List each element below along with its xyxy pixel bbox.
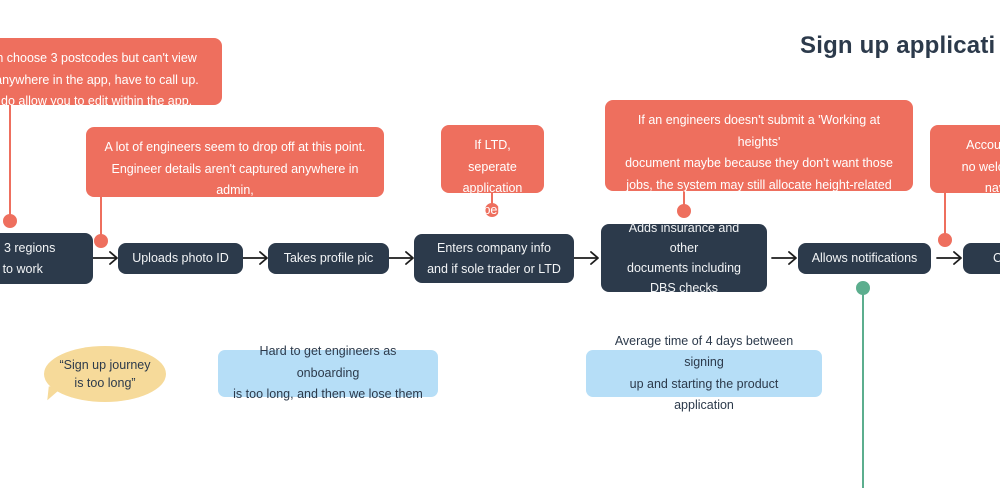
insight-line: Hard to get engineers as onboarding	[259, 344, 397, 380]
node-line: e to work	[0, 261, 43, 276]
dot-working-at-heights-note	[677, 204, 691, 218]
flow-arrow-3	[388, 251, 414, 265]
node-line: Takes profile pic	[283, 251, 374, 266]
node-line: Uploads photo ID	[132, 251, 229, 266]
node-line: DBS checks	[649, 281, 719, 296]
callout-line: can choose 3 postcodes but can't view	[0, 51, 197, 65]
node-line: p to 3 regions	[0, 241, 56, 256]
callout-line: If LTD, seperate	[468, 138, 517, 174]
callout-line: no welcome	[961, 159, 1000, 174]
dot-account-note	[938, 233, 952, 247]
node-regions[interactable]: p to 3 regions e to work	[0, 233, 93, 284]
insight-line: is too long, and then we lose them	[233, 387, 423, 402]
quote-line: “Sign up journey	[59, 357, 151, 372]
callout-account-note: Account is no welcome nav	[930, 125, 1000, 195]
dot-ltd-note	[485, 203, 499, 217]
insight-line: up and starting the product application	[629, 376, 779, 413]
flow-arrow-2	[242, 251, 268, 265]
flow-arrow-5	[771, 251, 797, 265]
node-line: Allows notifications	[811, 251, 918, 266]
insight-onboarding-too-long: Hard to get engineers as onboarding is t…	[218, 344, 438, 401]
node-line: Adds insurance and other	[628, 220, 740, 255]
callout-line: A lot of engineers seem to drop off at t…	[104, 140, 366, 154]
quote-sign-up-journey: “Sign up journey is too long”	[44, 346, 166, 402]
node-chooses[interactable]: Choo	[963, 243, 1000, 274]
insight-average-time: Average time of 4 days between signing u…	[586, 334, 822, 412]
callout-ltd-note: If LTD, seperate application per enginee…	[441, 125, 544, 238]
callout-line: le do allow you to edit within the app.	[0, 94, 193, 108]
callout-dropoff-note: A lot of engineers seem to drop off at t…	[86, 127, 384, 219]
node-line: and if sole trader or LTD	[427, 261, 561, 276]
node-takes-profile-pic[interactable]: Takes profile pic	[268, 243, 389, 274]
node-line: Choo	[993, 251, 1000, 266]
callout-line: yet seems to be captured behind the scen…	[112, 204, 358, 219]
callout-line: document maybe because they don't want t…	[625, 156, 893, 170]
node-uploads-photo-id[interactable]: Uploads photo ID	[118, 243, 243, 274]
quote-line: is too long”	[74, 376, 136, 390]
node-line: Enters company info	[437, 241, 551, 256]
callout-line: application per	[462, 181, 523, 217]
node-insurance-documents[interactable]: Adds insurance and other documents inclu…	[601, 221, 767, 295]
flow-arrow-6	[936, 251, 962, 265]
callout-line: If an engineers doesn't submit a 'Workin…	[637, 113, 881, 149]
dot-notifications-green	[856, 281, 870, 295]
callout-line: m anywhere in the app, have to call up.	[0, 72, 199, 87]
insight-line: Average time of 4 days between signing	[614, 333, 794, 370]
node-allows-notifications[interactable]: Allows notifications	[798, 243, 931, 274]
callout-line: jobs, the system may still allocate heig…	[626, 177, 892, 214]
callout-line: Account is	[966, 138, 1000, 152]
node-line: documents including	[627, 261, 741, 275]
node-company-info[interactable]: Enters company info and if sole trader o…	[414, 234, 574, 283]
callout-line: nav	[984, 181, 1000, 195]
dot-postcodes-note	[3, 214, 17, 228]
dot-dropoff-note	[94, 234, 108, 248]
flow-arrow-4	[573, 251, 599, 265]
callout-working-at-heights-note: If an engineers doesn't submit a 'Workin…	[605, 100, 913, 256]
callout-line: Engineer details aren't captured anywher…	[111, 161, 359, 198]
page-title: Sign up applicati	[800, 32, 996, 59]
flow-arrow-1	[92, 251, 118, 265]
callout-postcodes-note: can choose 3 postcodes but can't view m …	[0, 38, 222, 108]
